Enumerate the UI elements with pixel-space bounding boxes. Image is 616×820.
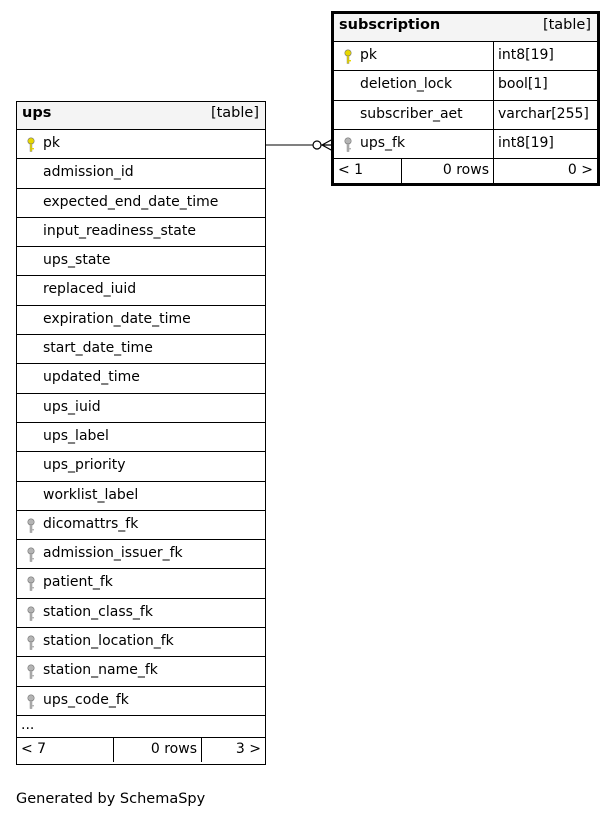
column-name: station_class_fk [43, 603, 153, 620]
column-row-updated-time[interactable]: updated_time [17, 364, 265, 394]
column-name: station_name_fk [43, 662, 158, 679]
column-name: expiration_date_time [43, 310, 191, 327]
column-type: int8[19] [493, 42, 597, 71]
column-name: input_readiness_state [43, 222, 196, 239]
primary-key-icon [26, 137, 36, 153]
ups-table-header: ups [table] [17, 102, 265, 130]
generated-by-note: Generated by SchemaSpy [16, 791, 206, 807]
column-row-admission-issuer-fk[interactable]: admission_issuer_fk [17, 540, 265, 570]
column-row-subscriber-aet[interactable]: subscriber_aet varchar[255] [334, 100, 597, 130]
column-row-replaced-iuid[interactable]: replaced_iuid [17, 276, 265, 306]
column-name: ups_fk [360, 134, 406, 151]
column-row-ups-code-fk[interactable]: ups_code_fk [17, 687, 265, 716]
ups-table[interactable]: ups [table] pk admission_id expected_end_d… [16, 101, 266, 765]
column-row-station-class-fk[interactable]: station_class_fk [17, 599, 265, 629]
column-row-expected-end-date-time[interactable]: expected_end_date_time [17, 189, 265, 218]
column-name: pk [43, 135, 60, 151]
parents-count[interactable]: < 7 [21, 740, 47, 757]
foreign-key-icon [26, 518, 36, 534]
ups-table-footer: < 7 0 rows 3 > [17, 737, 265, 762]
column-name: ups_code_fk [43, 691, 129, 708]
column-type: bool[1] [493, 71, 597, 100]
column-row-ups-fk[interactable]: ups_fk int8[19] [334, 129, 597, 160]
zero-optionality-mark [312, 140, 322, 150]
table-name: subscription [339, 17, 441, 33]
row-count: 0 rows [401, 159, 493, 184]
foreign-key-icon [26, 635, 36, 651]
column-row-ups-label[interactable]: ups_label [17, 423, 265, 453]
table-name: ups [22, 105, 52, 121]
column-name: patient_fk [43, 574, 113, 591]
column-row-dicomattrs-fk[interactable]: dicomattrs_fk [17, 511, 265, 541]
table-kind: [table] [542, 17, 591, 33]
column-name: expected_end_date_time [43, 193, 219, 210]
primary-key-icon [343, 49, 353, 65]
column-row-ups-iuid[interactable]: ups_iuid [17, 394, 265, 423]
column-type: varchar[255] [493, 100, 597, 129]
foreign-key-icon [26, 664, 36, 680]
column-name: ups_priority [43, 457, 126, 474]
column-row-input-readiness-state[interactable]: input_readiness_state [17, 218, 265, 248]
foreign-key-icon [26, 576, 36, 592]
column-row-start-date-time[interactable]: start_date_time [17, 335, 265, 365]
column-row-admission-id[interactable]: admission_id [17, 159, 265, 189]
column-type: int8[19] [493, 129, 597, 159]
column-row-station-name-fk[interactable]: station_name_fk [17, 657, 265, 687]
parents-count[interactable]: < 1 [338, 162, 364, 179]
column-row-pk[interactable]: pk int8[19] [334, 42, 597, 72]
column-row-worklist-label[interactable]: worklist_label [17, 482, 265, 511]
column-row-ups-priority[interactable]: ups_priority [17, 452, 265, 482]
column-name: updated_time [43, 369, 140, 386]
subscription-table-footer: < 1 0 rows 0 > [334, 159, 597, 184]
column-row-station-location-fk[interactable]: station_location_fk [17, 628, 265, 658]
column-name: pk [360, 47, 377, 63]
children-count[interactable]: 0 > [493, 159, 597, 184]
foreign-key-icon [26, 606, 36, 622]
column-row-expiration-date-time[interactable]: expiration_date_time [17, 306, 265, 336]
column-name: ups_label [43, 427, 109, 444]
column-name: ups_iuid [43, 398, 101, 415]
column-name: subscriber_aet [360, 105, 463, 122]
more-columns-ellipsis: ... [17, 716, 265, 738]
foreign-key-icon [26, 694, 36, 710]
table-kind: [table] [210, 105, 259, 121]
column-name: deletion_lock [360, 76, 453, 93]
foreign-key-icon [343, 137, 353, 153]
row-count: 0 rows [113, 737, 201, 762]
subscription-table-header: subscription [table] [334, 14, 597, 42]
column-name: station_location_fk [43, 633, 174, 650]
column-row-pk[interactable]: pk [17, 130, 265, 160]
column-name: worklist_label [43, 486, 139, 503]
column-name: ups_state [43, 252, 111, 269]
column-name: dicomattrs_fk [43, 515, 139, 532]
foreign-key-icon [26, 547, 36, 563]
column-name: admission_issuer_fk [43, 545, 183, 562]
children-count[interactable]: 3 > [201, 737, 265, 762]
column-row-deletion-lock[interactable]: deletion_lock bool[1] [334, 71, 597, 101]
column-name: start_date_time [43, 340, 153, 357]
column-row-patient-fk[interactable]: patient_fk [17, 569, 265, 599]
column-name: admission_id [43, 164, 134, 181]
column-name: replaced_iuid [43, 281, 137, 298]
column-row-ups-state[interactable]: ups_state [17, 247, 265, 277]
